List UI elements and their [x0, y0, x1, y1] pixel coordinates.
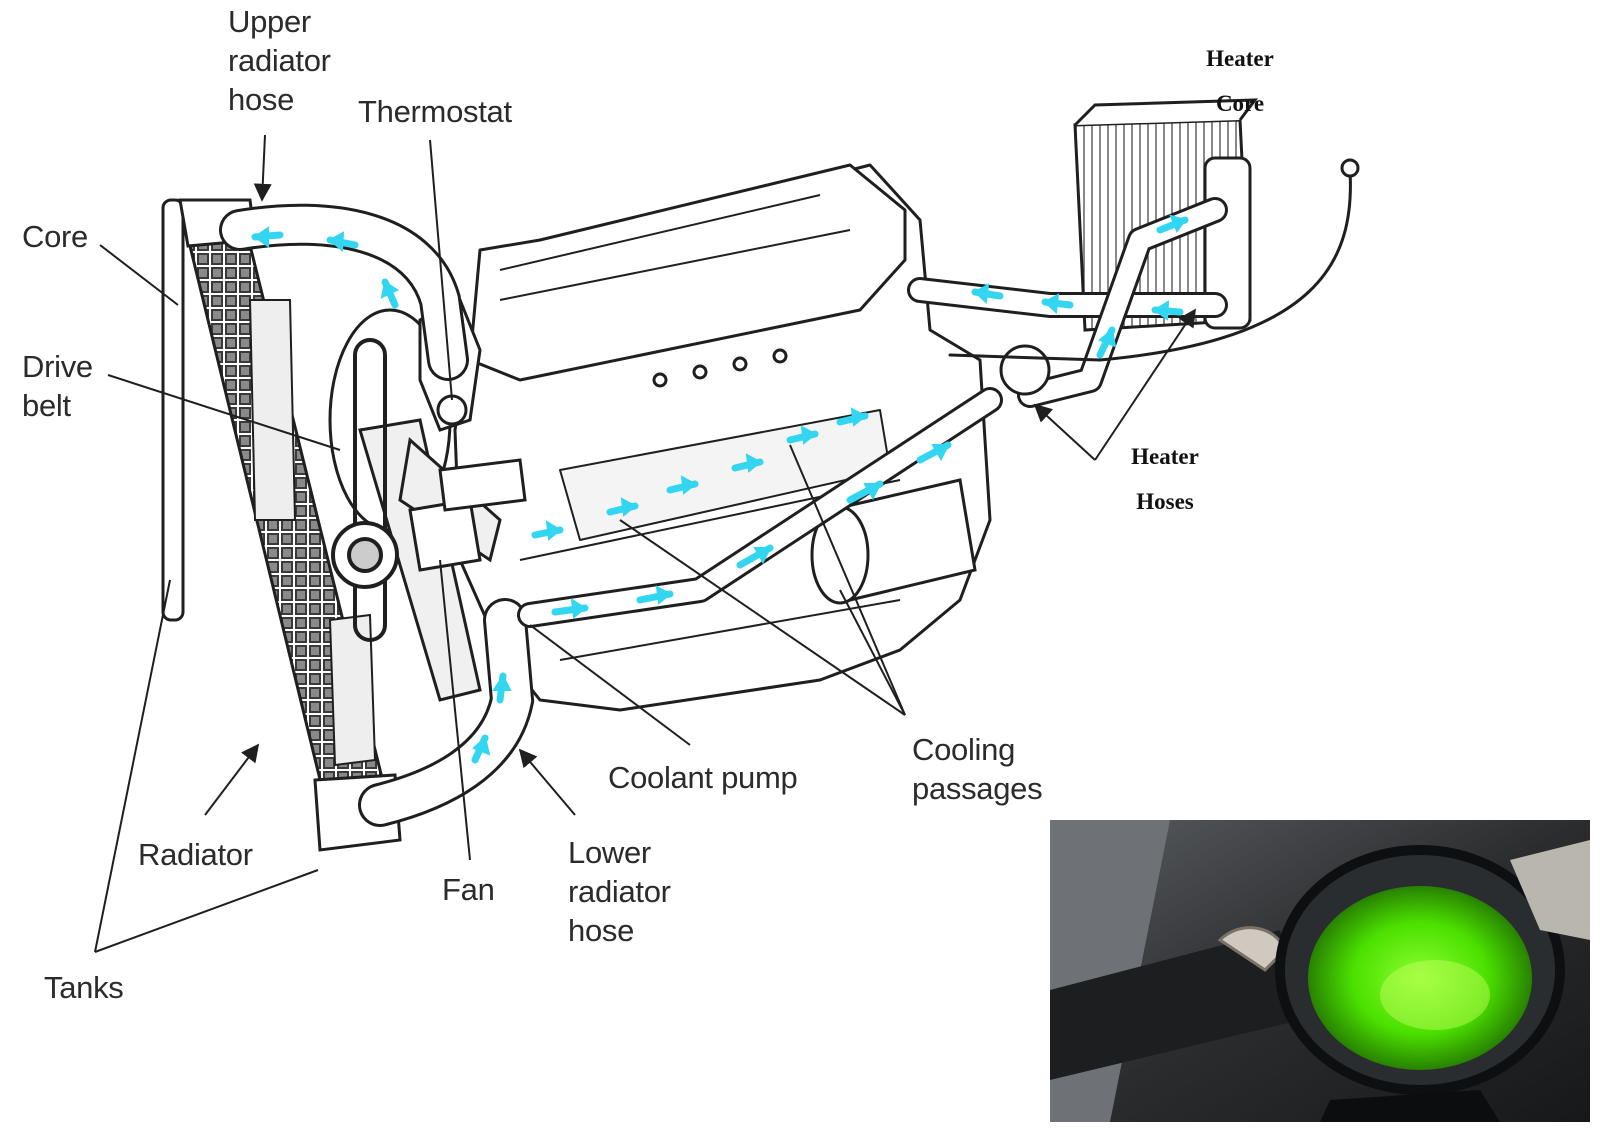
- coolant-fluid: [1308, 886, 1532, 1070]
- leader-lines: [94, 134, 1196, 953]
- valve-cover: [468, 163, 907, 382]
- radiator-side-tank: [161, 198, 185, 622]
- coolant-filler-photo: [1050, 820, 1590, 1122]
- leader-tanks-1: [94, 579, 171, 953]
- label-thermostat: Thermostat: [358, 94, 512, 129]
- label-fan: Fan: [442, 872, 495, 907]
- coolant-flow-arrows: [251, 214, 1189, 764]
- label-heater-core: Heater Core: [1206, 46, 1274, 116]
- leader-upper-radiator-hose: [253, 134, 272, 202]
- label-tanks: Tanks: [44, 970, 124, 1005]
- leader-tanks-2: [94, 869, 319, 953]
- label-cooling-passages: Cooling passages: [912, 732, 1043, 806]
- leader-drive-belt: [107, 374, 341, 451]
- drive-belt: [331, 338, 399, 642]
- leader-core: [99, 244, 179, 306]
- leader-fan: [439, 559, 471, 861]
- upper-radiator-hose: [219, 203, 469, 381]
- leader-coolant-pump: [529, 624, 691, 746]
- leader-cooling-passages-2: [619, 519, 906, 716]
- leader-cooling-passages-3: [839, 589, 906, 716]
- coolant-pump: [408, 458, 527, 572]
- leader-heater-hose-2: [1094, 308, 1196, 461]
- lower-radiator-hose: [358, 598, 535, 827]
- leader-lower-radiator-hose: [518, 748, 576, 816]
- leader-radiator: [204, 743, 260, 816]
- label-upper-radiator-hose: Upper radiator hose: [228, 4, 331, 117]
- label-coolant-pump: Coolant pump: [608, 760, 798, 795]
- label-drive-belt: Drive belt: [22, 349, 93, 423]
- label-heater-hoses: Heater Hoses: [1131, 444, 1199, 514]
- hose: [1050, 930, 1300, 1080]
- radiator: [161, 198, 402, 852]
- leader-thermostat: [429, 139, 453, 401]
- leader-cooling-passages-1: [789, 444, 906, 716]
- label-lower-radiator-hose: Lower radiator hose: [568, 835, 671, 948]
- leader-heater-hose-1: [1033, 403, 1096, 461]
- label-radiator: Radiator: [138, 837, 253, 872]
- label-core: Core: [22, 219, 88, 254]
